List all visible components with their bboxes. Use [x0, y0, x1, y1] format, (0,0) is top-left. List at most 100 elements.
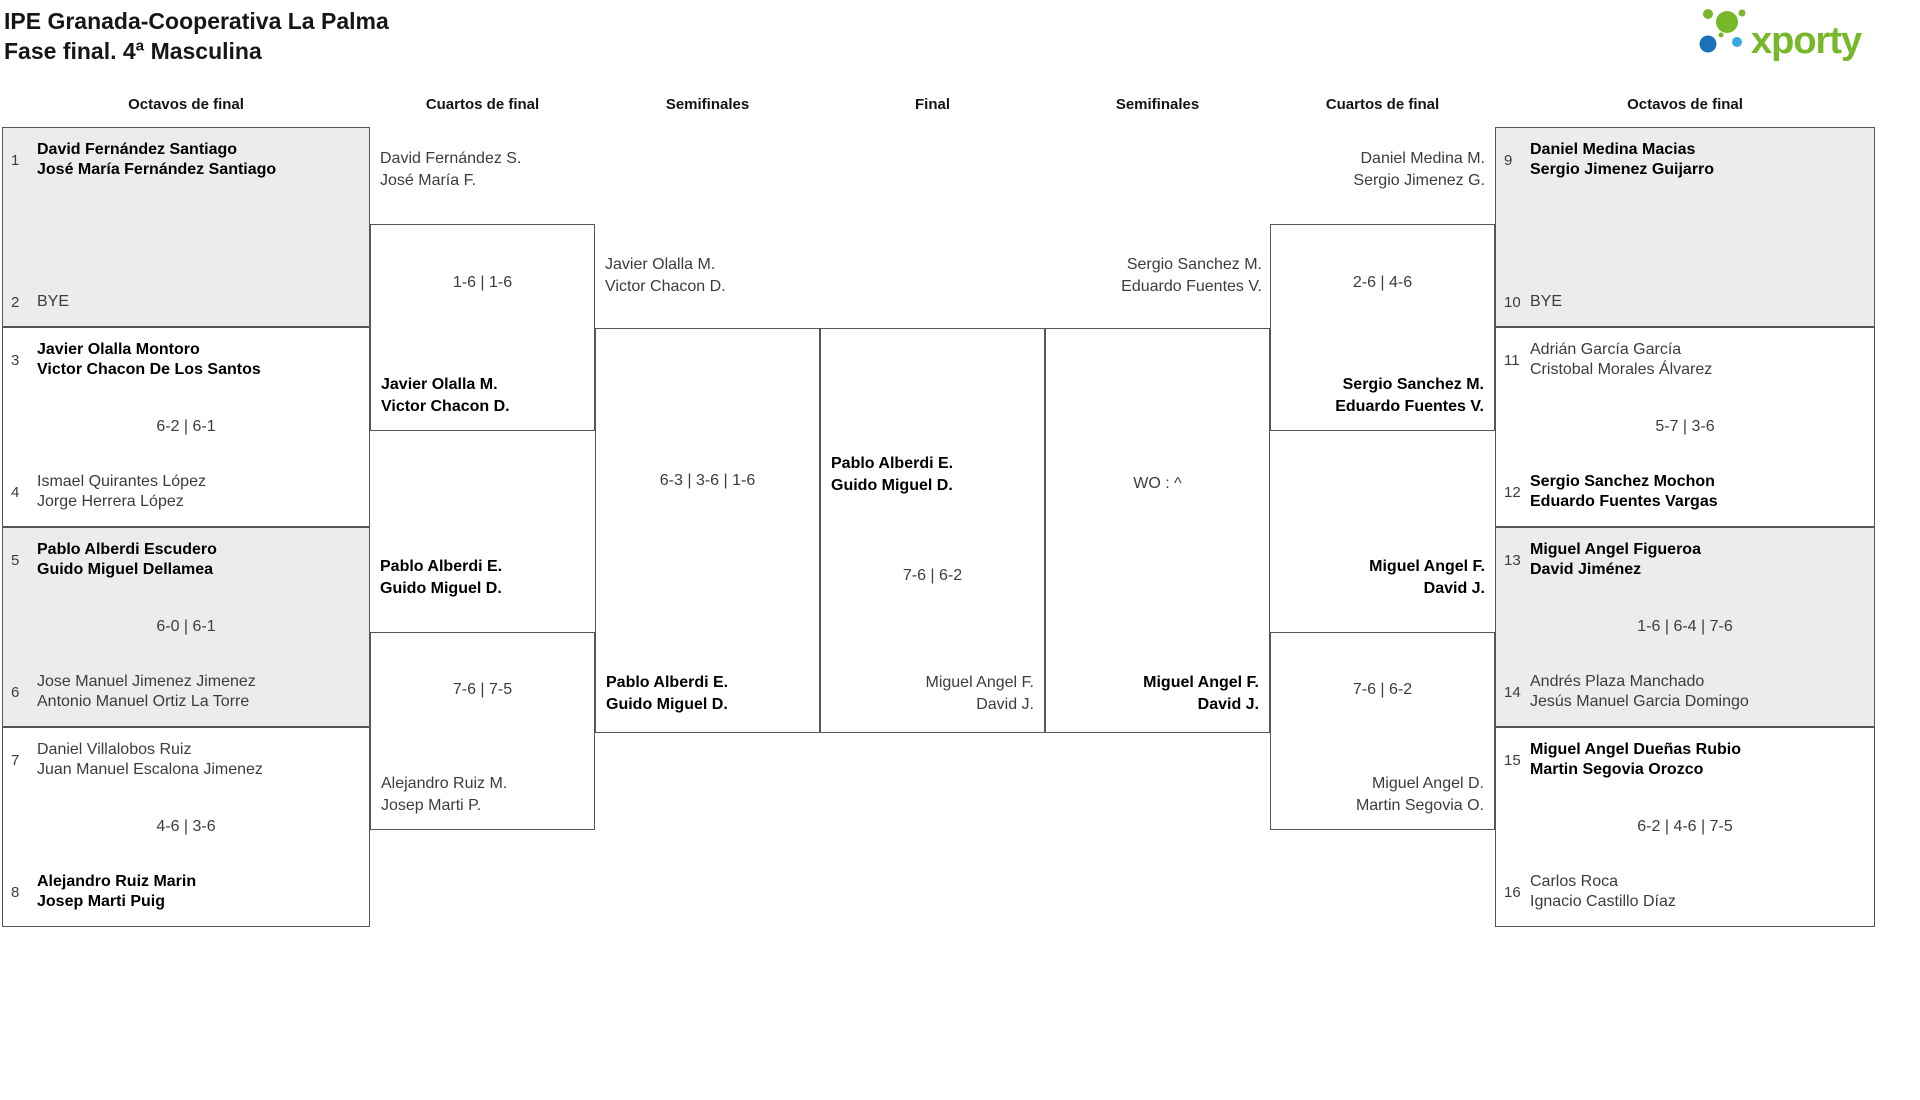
player-name: Daniel Medina M. [1360, 150, 1486, 167]
player-name: José María F. [380, 172, 477, 189]
team-entry: Sergio Sanchez M. Eduardo Fuentes V. [1050, 254, 1262, 298]
match-box-semifinal-right: WO : ^ Miguel Angel F. David J. [1045, 328, 1270, 733]
team-entry: Miguel Angel D. Martin Segovia O. [1356, 773, 1484, 817]
match-score: 6-2 | 6-1 [156, 418, 216, 435]
player-name: Guido Miguel Dellamea [37, 561, 214, 578]
team-entry: Javier Olalla M. Victor Chacon D. [605, 254, 726, 298]
player-name: José María Fernández Santiago [37, 161, 277, 178]
player-name: Pablo Alberdi E. [380, 558, 503, 575]
team-entry: 2 BYE [11, 292, 361, 312]
player-name: Daniel Medina Macias [1530, 141, 1696, 158]
seed-number: 10 [1504, 293, 1521, 311]
logo-dot [1699, 35, 1717, 53]
team-entry: Pablo Alberdi E. Guido Miguel D. [606, 672, 728, 716]
seed-number: 15 [1504, 751, 1521, 769]
seed-number: 8 [11, 883, 20, 901]
match-box-cuartos-right-2: 7-6 | 6-2 Miguel Angel D. Martin Segovia… [1270, 632, 1495, 830]
player-name: Guido Miguel D. [380, 580, 502, 597]
seed-number: 14 [1504, 683, 1521, 701]
player-name: Josep Marti P. [381, 797, 482, 814]
seed-number: 7 [11, 751, 20, 769]
player-name: Sergio Sanchez M. [1126, 256, 1262, 273]
seed-number: 5 [11, 551, 20, 569]
player-name: Victor Chacon D. [381, 398, 510, 415]
player-name: Jose Manuel Jimenez Jimenez [37, 673, 256, 690]
match-score: WO : ^ [1133, 475, 1182, 492]
seed-number: 13 [1504, 551, 1521, 569]
player-name: Guido Miguel D. [606, 696, 728, 713]
player-name: Adrián García García [1530, 341, 1682, 358]
match-score: 7-6 | 6-2 [1352, 681, 1413, 698]
round-header-semis-left: Semifinales [665, 96, 750, 113]
match-box-octavos-right-1: 9 Daniel Medina Macias Sergio Jimenez Gu… [1495, 127, 1875, 327]
team-entry: 1 David Fernández Santiago José María Fe… [11, 140, 361, 180]
team-entry: 12 Sergio Sanchez Mochon Eduardo Fuentes… [1504, 472, 1866, 512]
match-score: 7-6 | 7-5 [452, 681, 513, 698]
player-name: Sergio Sanchez M. [1342, 376, 1484, 393]
team-entry: 4 Ismael Quirantes López Jorge Herrera L… [11, 472, 361, 512]
player-name: Alejandro Ruiz Marin [37, 873, 197, 890]
match-box-octavos-left-3: 5 Pablo Alberdi Escudero Guido Miguel De… [2, 527, 370, 727]
team-entry: Miguel Angel F. David J. [1143, 672, 1259, 716]
player-name: Miguel Angel F. [1369, 558, 1485, 575]
player-name: Jesús Manuel Garcia Domingo [1530, 693, 1749, 710]
match-box-cuartos-right-1: 2-6 | 4-6 Sergio Sanchez M. Eduardo Fuen… [1270, 224, 1495, 431]
match-score: 4-6 | 3-6 [156, 818, 216, 835]
player-name: Pablo Alberdi Escudero [37, 541, 217, 558]
team-entry: 8 Alejandro Ruiz Marin Josep Marti Puig [11, 872, 361, 912]
player-name: Javier Olalla M. [381, 376, 498, 393]
team-entry: Miguel Angel F. David J. [925, 672, 1034, 716]
player-name: Andrés Plaza Manchado [1530, 673, 1705, 690]
player-name: Pablo Alberdi E. [606, 674, 729, 691]
team-entry: Daniel Medina M. Sergio Jimenez G. [1280, 148, 1485, 192]
team-entry: 6 Jose Manuel Jimenez Jimenez Antonio Ma… [11, 672, 361, 712]
team-entry: 5 Pablo Alberdi Escudero Guido Miguel De… [11, 540, 361, 580]
match-box-octavos-right-2: 11 Adrián García García Cristobal Morale… [1495, 327, 1875, 527]
player-name: Victor Chacon De Los Santos [37, 361, 261, 378]
round-header-octavos-right: Octavos de final [1627, 96, 1743, 113]
match-score: 7-6 | 6-2 [902, 567, 963, 584]
logo-dot [1718, 32, 1724, 38]
player-name: Martin Segovia O. [1355, 797, 1484, 814]
xporty-logo[interactable]: xporty [1695, 4, 1907, 66]
match-score: 1-6 | 1-6 [452, 274, 513, 291]
player-name: Antonio Manuel Ortiz La Torre [37, 693, 250, 710]
player-name: Josep Marti Puig [37, 893, 166, 910]
player-name: Miguel Angel F. [925, 674, 1034, 691]
tournament-subtitle: Fase final. 4ª Masculina [4, 38, 262, 64]
tournament-title: IPE Granada-Cooperativa La Palma [4, 8, 389, 34]
match-score: 2-6 | 4-6 [1352, 274, 1413, 291]
player-name: BYE [1530, 293, 1563, 310]
player-name: Victor Chacon D. [605, 278, 726, 295]
team-entry: 16 Carlos Roca Ignacio Castillo Díaz [1504, 872, 1866, 912]
logo-dot [1716, 11, 1738, 33]
team-entry: Sergio Sanchez M. Eduardo Fuentes V. [1335, 374, 1484, 418]
logo-dot [1738, 9, 1746, 17]
round-header-octavos-left: Octavos de final [128, 96, 244, 113]
player-name: Pablo Alberdi E. [831, 455, 954, 472]
round-header-final: Final [914, 96, 950, 113]
team-entry: 15 Miguel Angel Dueñas Rubio Martin Sego… [1504, 740, 1866, 780]
seed-number: 1 [11, 151, 20, 169]
player-name: Miguel Angel Dueñas Rubio [1530, 741, 1741, 758]
seed-number: 12 [1504, 483, 1521, 501]
seed-number: 4 [11, 483, 20, 501]
player-name: David J. [1423, 580, 1485, 597]
team-entry: 11 Adrián García García Cristobal Morale… [1504, 340, 1866, 380]
match-score: 1-6 | 6-4 | 7-6 [1637, 618, 1733, 635]
player-name: Ismael Quirantes López [37, 473, 206, 490]
player-name: David Fernández S. [380, 150, 522, 167]
player-name: Sergio Jimenez G. [1353, 172, 1485, 189]
match-box-octavos-right-3: 13 Miguel Angel Figueroa David Jiménez 1… [1495, 527, 1875, 727]
player-name: Guido Miguel D. [831, 477, 953, 494]
player-name: David Fernández Santiago [37, 141, 238, 158]
logo-dot [1703, 9, 1713, 19]
team-entry: 9 Daniel Medina Macias Sergio Jimenez Gu… [1504, 140, 1866, 180]
match-box-octavos-right-4: 15 Miguel Angel Dueñas Rubio Martin Sego… [1495, 727, 1875, 927]
logo-dot [1732, 37, 1742, 47]
player-name: Sergio Sanchez Mochon [1530, 473, 1715, 490]
player-name: Eduardo Fuentes V. [1335, 398, 1484, 415]
player-name: Carlos Roca [1530, 873, 1619, 890]
round-header-semis-right: Semifinales [1115, 96, 1200, 113]
